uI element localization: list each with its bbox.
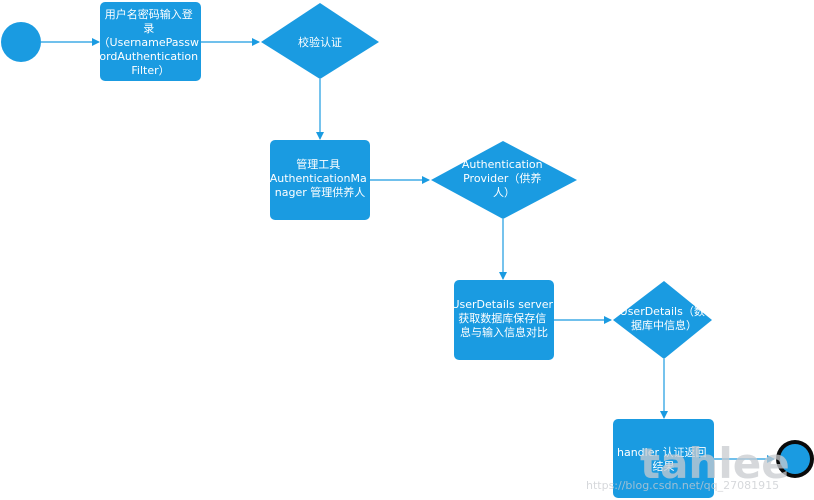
svg-text:校验认证: 校验认证: [298, 35, 342, 49]
node-text-line: Filter）: [131, 64, 169, 77]
svg-text:管理工具 AuthenticationMa: 管理工具 AuthenticationMa nager 管理供养人: [270, 157, 370, 199]
node-text-line: Provider（供养: [463, 171, 541, 185]
decision-diamond: [261, 3, 379, 79]
process-box: [454, 280, 554, 360]
node-text-line: 息与输入信息对比: [460, 325, 548, 339]
svg-text:Authentication Provider（: Authentication Provider（供养 人）: [462, 158, 546, 199]
node-text-line: nager 管理供养人: [275, 185, 365, 199]
node-text-line: 管理工具: [296, 157, 340, 171]
node-text-line: 人）: [493, 186, 515, 199]
svg-text:handler 认证返回 结果: handler 认证返回 结果: [617, 446, 710, 473]
node-text-line: AuthenticationMa: [270, 172, 367, 185]
process-box: [100, 2, 201, 81]
node-text-line: UserDetails（数: [620, 305, 705, 318]
edges: [41, 38, 775, 463]
svg-text:用户名密码输入登 录 （Userna: 用户名密码输入登 录 （UsernamePassw ordAuthenticat…: [99, 7, 203, 77]
decision-diamond: [431, 141, 577, 219]
node-text-line: 结果: [653, 460, 675, 473]
node-auth-manager: 管理工具 AuthenticationMa nager 管理供养人: [270, 140, 370, 220]
process-box: [613, 419, 714, 498]
end-node: [776, 440, 814, 478]
node-text-line: 据库中信息）: [631, 318, 697, 332]
watermark-logo: tahlee: [640, 439, 790, 488]
node-user-details-db: UserDetails（数 据库中信息）: [613, 281, 712, 359]
start-node: [1, 22, 41, 62]
node-text-line: 获取数据库保存信: [458, 311, 546, 325]
decision-diamond: [613, 281, 712, 359]
node-text-line: 用户名密码输入登: [105, 7, 193, 21]
end-core: [780, 444, 810, 474]
node-handler-result: handler 认证返回 结果: [613, 419, 714, 498]
node-user-details-server: UserDetails server 获取数据库保存信 息与输入信息对比: [451, 280, 556, 360]
svg-text:UserDetails server 获取数据库: UserDetails server 获取数据库保存信 息与输入信息对比: [451, 298, 556, 339]
node-text-line: Authentication: [462, 158, 543, 171]
svg-text:UserDetails（数 据库中信息）: UserDetails（数 据库中信息）: [620, 305, 709, 332]
node-username-login: 用户名密码输入登 录 （UsernamePassw ordAuthenticat…: [99, 2, 203, 81]
node-text-line: UserDetails server: [451, 298, 553, 311]
node-text-line: 录: [143, 22, 154, 35]
watermark: tahlee https://blog.csdn.net/qq_27081915: [586, 439, 790, 492]
node-text-line: 校验认证: [298, 35, 342, 49]
node-text-line: handler 认证返回: [617, 446, 707, 459]
node-auth-provider: Authentication Provider（供养 人）: [431, 141, 577, 219]
node-text-line: （UsernamePassw: [99, 36, 199, 49]
process-box: [270, 140, 370, 220]
node-text-line: ordAuthentication: [99, 50, 198, 63]
node-verify-auth: 校验认证: [261, 3, 379, 79]
watermark-url: https://blog.csdn.net/qq_27081915: [586, 479, 779, 492]
